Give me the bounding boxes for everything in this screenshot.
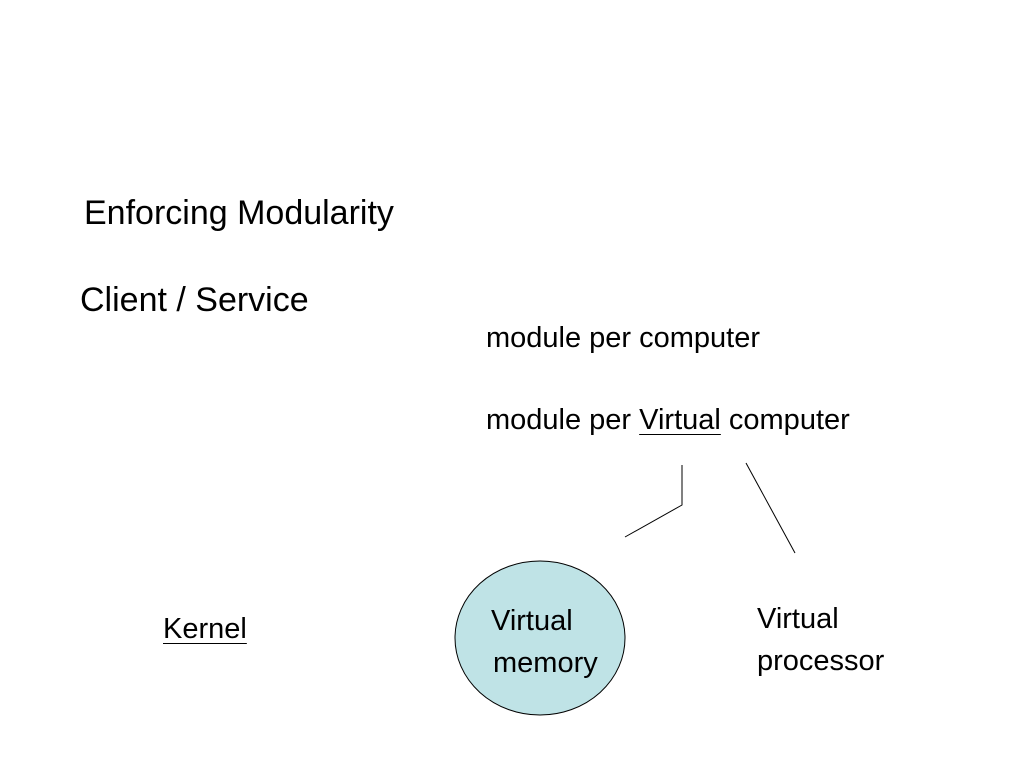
virtual-underlined-word: Virtual: [639, 404, 721, 436]
virtual-memory-label: Virtual memory: [491, 600, 621, 684]
virtual-processor-line1: Virtual: [757, 603, 839, 635]
connector-to-virtual-processor: [745, 462, 796, 554]
virtual-memory-ellipse: [454, 560, 626, 716]
line2-prefix: module per: [486, 404, 640, 436]
connector-to-virtual-memory: [624, 465, 683, 538]
module-per-virtual-computer-text: module per Virtual computer: [486, 406, 850, 435]
virtual-processor-label: Virtual processor: [757, 598, 927, 682]
slide-subtitle: Client / Service: [80, 281, 309, 319]
kernel-label: Kernel: [163, 613, 247, 645]
line2-suffix: computer: [720, 404, 850, 436]
module-per-computer-text: module per computer: [486, 322, 761, 354]
slide-title: Enforcing Modularity: [84, 194, 394, 232]
virtual-processor-line2: processor: [757, 645, 885, 677]
virtual-memory-line2: memory: [493, 647, 598, 679]
virtual-memory-line1: Virtual: [491, 605, 573, 637]
